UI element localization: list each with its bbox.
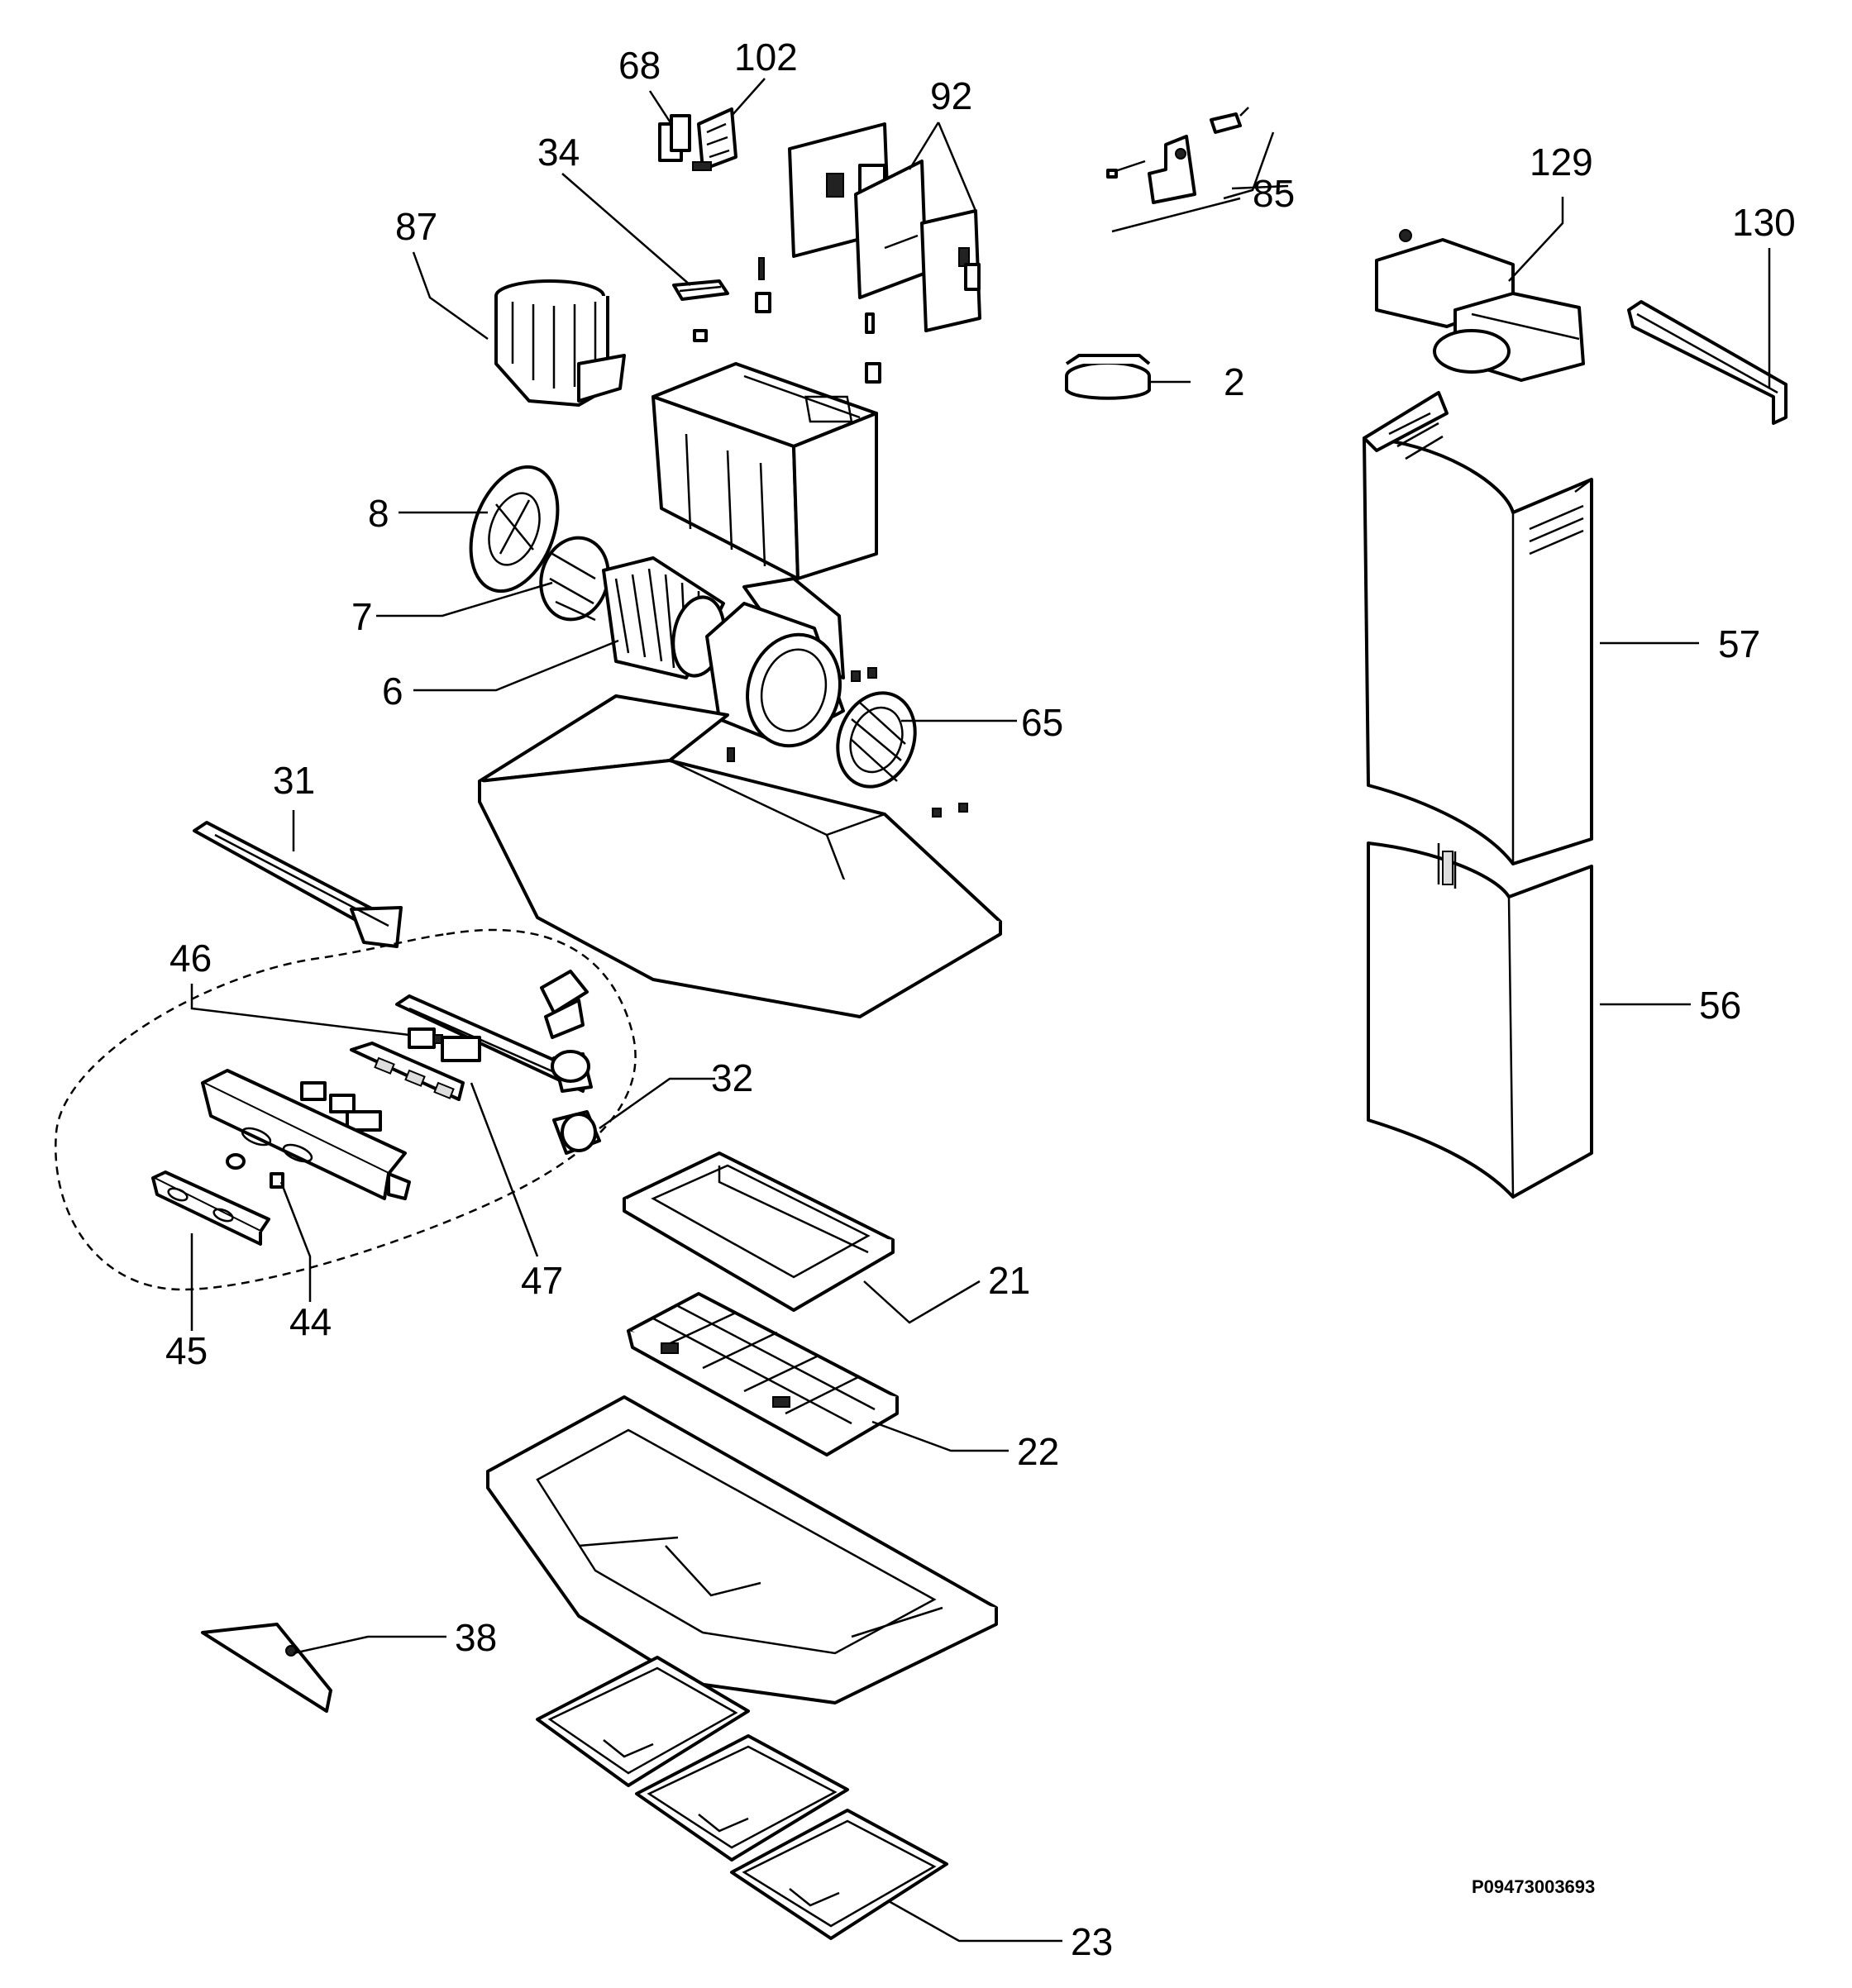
callout-23: 23: [1071, 1920, 1113, 1963]
part-45-control-panel-front: [151, 1170, 270, 1246]
part-34-connector: [672, 279, 729, 301]
part-57-upper-chimney: [1363, 391, 1593, 865]
part-46-switch-block: [408, 1027, 481, 1062]
part-44-knob: [226, 1153, 284, 1189]
part-2-ring: [1065, 354, 1151, 400]
callout-92: 92: [930, 74, 972, 117]
reference-code: P09473003693: [1472, 1876, 1595, 1897]
part-65-fan-guard: [836, 667, 968, 818]
callout-130: 130: [1732, 201, 1796, 244]
callout-102: 102: [734, 36, 798, 79]
small-fasteners: [693, 257, 881, 384]
part-47-switch-strip: [350, 1042, 465, 1101]
leader-lines: [190, 78, 1771, 1943]
callout-2: 2: [1224, 360, 1245, 403]
callout-45: 45: [165, 1329, 208, 1372]
part-129-outlet-duct: [1375, 229, 1585, 382]
part-22-grease-filter: [627, 1292, 899, 1456]
lamp-holder: [540, 970, 589, 1039]
part-56-lower-chimney: [1367, 841, 1593, 1199]
callout-44: 44: [289, 1300, 332, 1343]
callout-57: 57: [1718, 622, 1760, 665]
callout-34: 34: [537, 131, 580, 174]
part-85-mounting-hardware: [1106, 107, 1249, 204]
part-130-bracket: [1627, 300, 1788, 425]
callout-6: 6: [382, 670, 403, 713]
switch-buttons: [300, 1081, 382, 1132]
part-92-pcb-cover: [788, 122, 981, 332]
callout-32: 32: [711, 1056, 753, 1099]
callout-7: 7: [351, 595, 373, 638]
control-assembly-outline: [55, 928, 637, 1291]
part-87-duct-collar: [494, 279, 626, 407]
part-38-side-panel: [201, 1623, 332, 1713]
callout-31: 31: [273, 759, 315, 802]
part-8-motor-plate: [469, 465, 560, 594]
callout-38: 38: [455, 1616, 497, 1659]
part-23-carbon-filters: [536, 1656, 948, 1940]
callout-129: 129: [1530, 141, 1593, 184]
part-31-light-bar: [193, 821, 403, 948]
callout-8: 8: [368, 492, 389, 535]
callout-56: 56: [1699, 984, 1741, 1027]
bottom-canopy-frame: [486, 1395, 998, 1704]
part-68-switch: [658, 114, 691, 162]
callout-87: 87: [395, 205, 437, 248]
part-102-bracket: [692, 107, 737, 171]
callout-47: 47: [521, 1259, 563, 1302]
callout-68: 68: [618, 44, 661, 87]
callout-46: 46: [169, 937, 212, 980]
callout-22: 22: [1017, 1430, 1059, 1473]
callout-65: 65: [1021, 701, 1063, 744]
part-21-filter-tray: [623, 1151, 895, 1312]
callout-85: 85: [1253, 172, 1295, 215]
callout-labels: 68 102 92 34 87 85 129 130 2 8 7 6 65 57…: [165, 36, 1796, 1963]
part-32-transformer: [552, 1110, 601, 1155]
control-rail: [395, 994, 593, 1093]
motor-housing-box: [652, 362, 878, 580]
blower-scroll-housing: [705, 577, 845, 748]
callout-21: 21: [988, 1259, 1030, 1302]
main-canopy-hood: [478, 694, 1002, 1018]
control-panel-housing: [201, 1069, 411, 1200]
